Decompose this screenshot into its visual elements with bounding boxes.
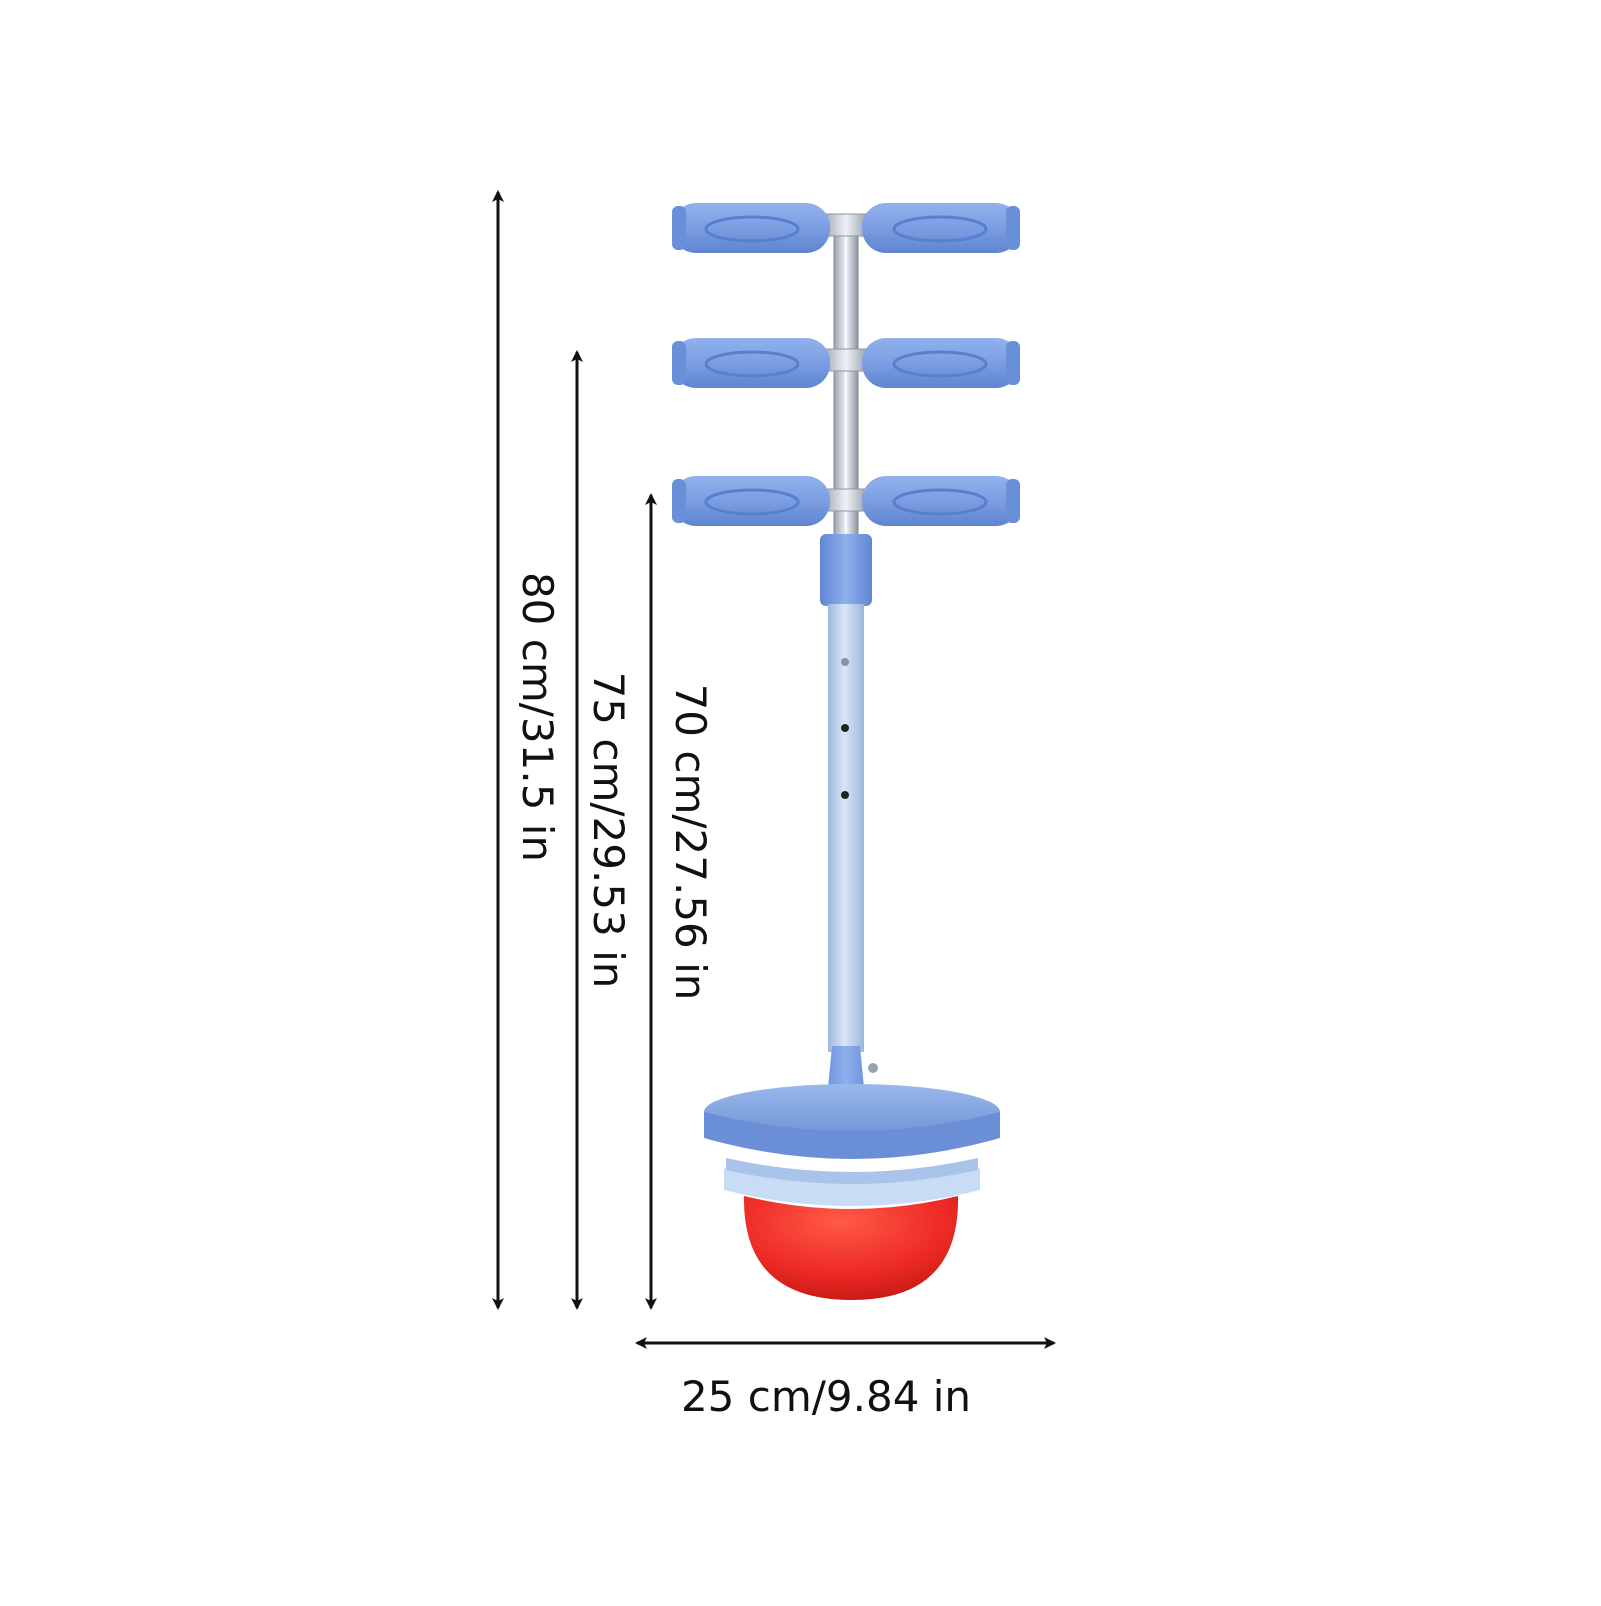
- base-ring: [724, 1168, 980, 1206]
- adjustment-hole: [841, 791, 849, 799]
- left-grip: [672, 476, 830, 526]
- handlebar-middle: [672, 338, 1020, 388]
- base-disc-rim: [704, 1112, 1000, 1159]
- base-disc-top: [704, 1084, 1000, 1140]
- height-min-label: 70 cm/27.56 in: [666, 683, 715, 1001]
- right-grip: [862, 203, 1020, 253]
- handlebar-bottom: [672, 476, 1020, 526]
- adjustment-hole: [841, 724, 849, 732]
- handlebar-top: [672, 203, 1020, 253]
- right-grip: [862, 476, 1020, 526]
- left-grip: [672, 203, 830, 253]
- adjustment-hole: [841, 658, 849, 666]
- right-grip: [862, 338, 1020, 388]
- lower-pole: [828, 604, 864, 1052]
- width-label: 25 cm/9.84 in: [680, 1372, 972, 1421]
- left-grip: [672, 338, 830, 388]
- height-mid-label: 75 cm/29.53 in: [584, 671, 633, 989]
- upper-collar: [820, 534, 872, 606]
- height-max-label: 80 cm/31.5 in: [513, 571, 562, 863]
- bounce-ball: [743, 1196, 959, 1300]
